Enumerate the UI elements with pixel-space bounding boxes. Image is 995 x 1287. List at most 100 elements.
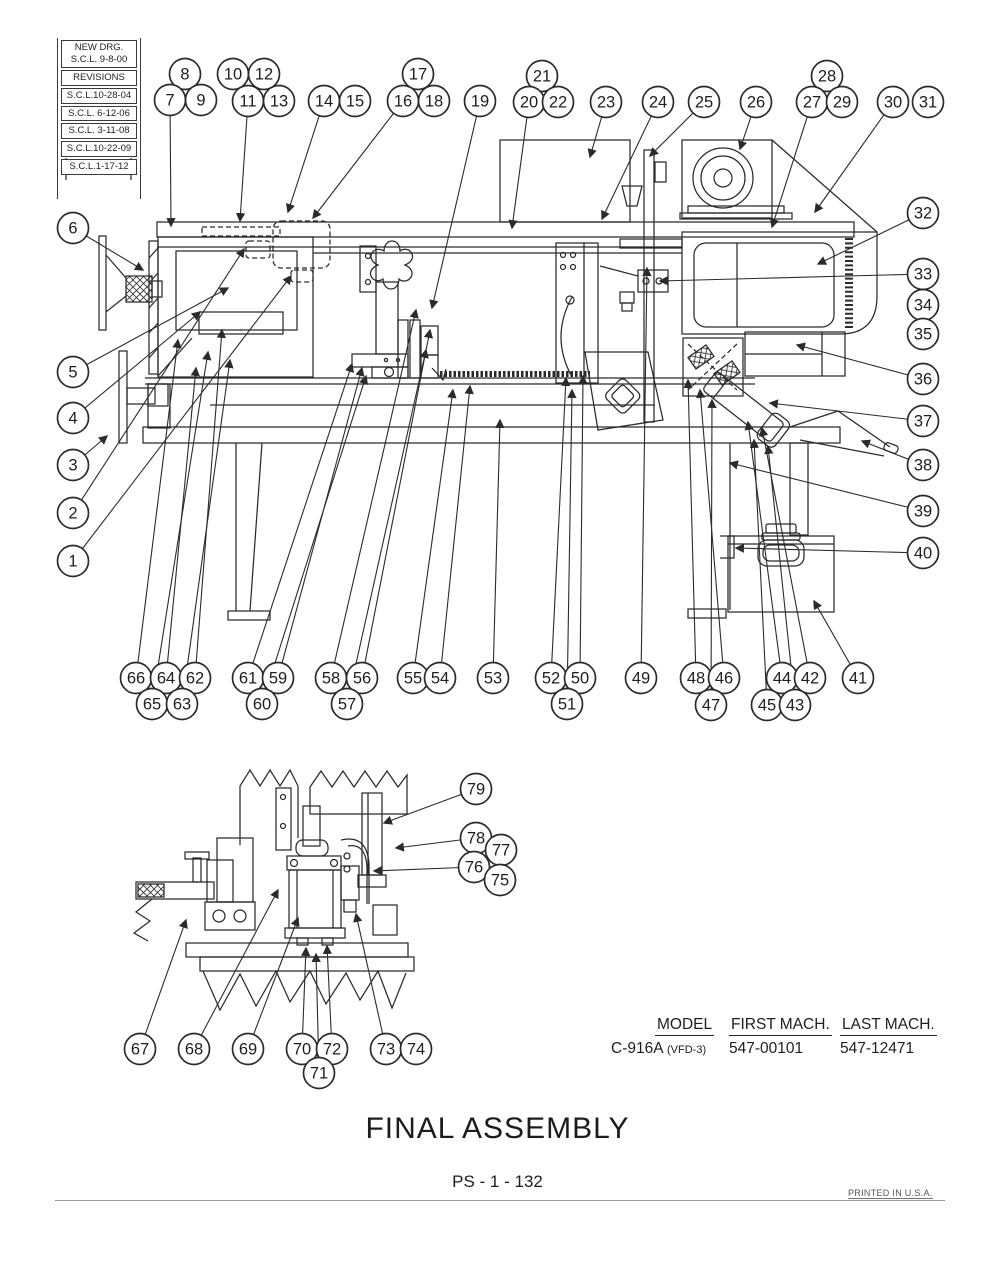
page-number: PS - 1 - 132 [452,1172,543,1191]
detail-view-art [132,768,415,1012]
svg-text:16: 16 [394,93,412,111]
callout-balloon-74: 74 [399,1032,433,1066]
callout-balloon-3: 3 [56,448,90,482]
first-mach-value: 547-00101 [729,1040,804,1057]
svg-text:60: 60 [253,696,271,714]
callout-balloon-72: 72 [315,1032,349,1066]
leader-line-58 [330,308,419,679]
svg-text:67: 67 [131,1041,149,1059]
callout-balloon-63: 63 [165,687,199,721]
revision-new-drg: NEW DRG. S.C.L. 9-8-00 [61,40,137,68]
callout-balloon-43: 43 [778,688,812,722]
callout-balloon-27: 27 [795,85,829,119]
callout-balloon-19: 19 [463,84,497,118]
svg-text:32: 32 [914,205,932,223]
leader-line-48 [683,378,697,679]
leader-line-69 [247,916,300,1050]
callout-balloon-4: 4 [56,401,90,435]
leader-line-70 [301,946,311,1050]
svg-text:73: 73 [377,1041,395,1059]
leader-line-66 [135,338,182,679]
callout-balloon-1: 1 [56,544,90,578]
svg-text:28: 28 [818,68,836,86]
svg-text:22: 22 [549,94,567,112]
callout-balloon-53: 53 [476,661,510,695]
callout-balloon-28: 28 [810,59,844,93]
leader-line-61 [247,362,354,679]
revision-new-drg-date: S.C.L. 9-8-00 [70,53,128,65]
callout-balloon-56: 56 [345,661,379,695]
revision-header: REVISIONS [61,69,137,86]
leader-line-42 [758,426,811,679]
revision-new-drg-label: NEW DRG. [74,42,124,53]
leader-line-62 [194,328,227,679]
model-suffix: (VFD-3) [667,1044,707,1056]
callout-balloon-57: 57 [330,687,364,721]
revision-entry: S.C.L.1-17-12 [61,159,137,175]
svg-text:10: 10 [224,66,242,84]
model-value: C-916A (VFD-3) [611,1040,706,1058]
model-number: C-916A [611,1040,663,1057]
svg-text:58: 58 [322,670,340,688]
callout-balloon-54: 54 [423,661,457,695]
callout-balloon-13: 13 [262,84,296,118]
leader-line-68 [193,888,279,1050]
svg-text:20: 20 [520,94,538,112]
callout-balloon-31: 31 [911,85,945,119]
leader-line-32 [816,212,924,265]
svg-text:6: 6 [68,220,77,238]
callout-balloon-66: 66 [119,661,153,695]
callout-balloon-76: 76 [457,850,491,884]
callout-balloon-79: 79 [459,772,493,806]
leader-line-14 [286,100,325,214]
leader-line-40 [734,543,924,554]
callout-balloon-77: 77 [484,833,518,867]
callout-balloon-70: 70 [285,1032,319,1066]
callout-balloon-21: 21 [525,59,559,93]
callout-balloon-38: 38 [906,448,940,482]
svg-text:59: 59 [269,670,287,688]
svg-text:63: 63 [173,696,191,714]
svg-text:30: 30 [884,94,902,112]
svg-text:66: 66 [127,670,145,688]
leader-line-45 [749,438,768,706]
svg-text:49: 49 [632,670,650,688]
callout-balloon-29: 29 [825,85,859,119]
svg-text:74: 74 [407,1041,425,1059]
callout-balloon-14: 14 [307,84,341,118]
callout-balloon-39: 39 [906,494,940,528]
svg-text:29: 29 [833,94,851,112]
leader-line-27 [769,101,813,229]
svg-text:19: 19 [471,93,489,111]
callout-balloon-45: 45 [750,688,784,722]
svg-text:79: 79 [467,781,485,799]
leader-line-36 [795,342,924,380]
callout-balloon-5: 5 [56,355,90,389]
svg-text:25: 25 [695,94,713,112]
callout-balloon-23: 23 [589,85,623,119]
leader-line-49 [640,266,652,679]
svg-text:34: 34 [914,297,932,315]
callout-balloon-6: 6 [56,211,90,245]
callout-balloon-48: 48 [679,661,713,695]
leader-line-30 [814,101,894,214]
leader-line-72 [322,944,333,1050]
callout-balloon-34: 34 [906,288,940,322]
leader-line-65 [151,350,212,705]
callout-balloon-22: 22 [541,85,575,119]
svg-text:9: 9 [196,92,205,110]
svg-text:14: 14 [315,93,333,111]
callout-balloon-64: 64 [149,661,183,695]
callout-balloon-62: 62 [178,661,212,695]
revision-entry: S.C.L.10-28-04 [61,87,137,104]
callout-balloon-49: 49 [624,661,658,695]
leader-line-7 [166,99,176,228]
svg-text:1: 1 [68,553,77,571]
svg-text:23: 23 [597,94,615,112]
first-mach-header: FIRST MACH. [729,1016,832,1036]
callout-balloon-20: 20 [512,85,546,119]
svg-text:47: 47 [702,697,720,715]
svg-text:64: 64 [157,670,175,688]
